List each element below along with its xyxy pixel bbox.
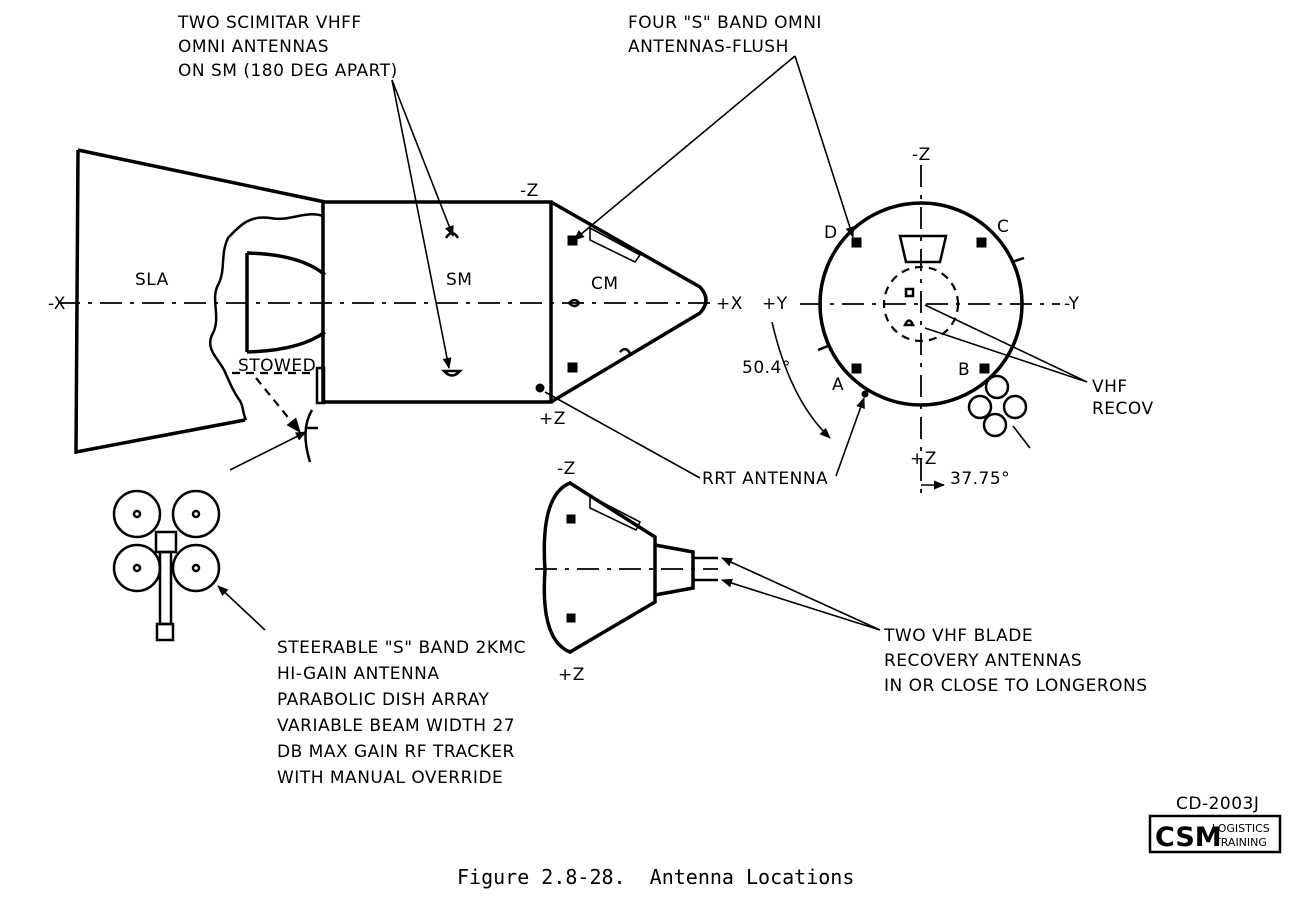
- svg-text:STEERABLE "S" BAND 2KMC: STEERABLE "S" BAND 2KMC: [277, 638, 526, 658]
- dish-icon: [112, 543, 162, 593]
- svg-text:ON SM (180 DEG APART): ON SM (180 DEG APART): [178, 61, 398, 81]
- cm-omni-icon: [566, 514, 576, 524]
- blade-marker: [1011, 256, 1025, 264]
- sla-outline: [74, 148, 326, 455]
- position-d: D: [824, 223, 838, 243]
- rrt-end-icon: [861, 390, 869, 398]
- scimitar-antenna-bottom-icon: [441, 369, 463, 377]
- omni-d-icon: [851, 237, 862, 248]
- cm-nose: [654, 543, 695, 597]
- svg-text:DB MAX GAIN RF TRACKER: DB MAX GAIN RF TRACKER: [277, 742, 515, 762]
- cm-view: -Z +Z: [535, 459, 718, 685]
- vhf-recov-1-icon: [904, 287, 915, 298]
- axis-minus-y: -Y: [1064, 294, 1080, 314]
- blade-marker: [817, 344, 829, 352]
- cm-axis-antenna-icon: [568, 298, 581, 308]
- dish-icon: [171, 543, 221, 593]
- angle-arc-50: [771, 321, 831, 439]
- vhf-label-line2: RECOV: [1092, 399, 1154, 419]
- position-a: A: [832, 375, 844, 395]
- label-sm: SM: [446, 270, 472, 290]
- svg-text:VARIABLE BEAM WIDTH 27: VARIABLE BEAM WIDTH 27: [277, 716, 515, 736]
- hga-deployed-icon: [304, 409, 318, 463]
- cm-axis-plus-z: +Z: [558, 665, 585, 685]
- hga-cluster-icon: [984, 374, 1010, 400]
- callout-s-band-omni: FOUR "S" BAND OMNI ANTENNAS-FLUSH: [573, 13, 855, 241]
- vhf-recov-2-icon: [903, 319, 915, 327]
- cm-outline: [542, 481, 657, 654]
- svg-text:RRT ANTENNA: RRT ANTENNA: [702, 469, 828, 489]
- document-code: CD-2003J: [1176, 794, 1259, 814]
- logo-line2: TRAINING: [1213, 836, 1267, 849]
- omni-c-icon: [976, 237, 987, 248]
- label-stowed: STOWED: [238, 356, 316, 376]
- axis-plus-y: +Y: [762, 294, 788, 314]
- dish-icon: [112, 489, 162, 539]
- angle-37-75: 37.75°: [950, 469, 1010, 489]
- logo-line1: LOGISTICS: [1212, 822, 1270, 835]
- label-cm: CM: [591, 274, 619, 294]
- cm-side-panel: [589, 226, 642, 264]
- sm-body: [321, 200, 553, 404]
- svg-text:IN OR CLOSE TO LONGERONS: IN OR CLOSE TO LONGERONS: [884, 676, 1148, 696]
- dish-hub: [154, 530, 178, 554]
- cm-vhf-blade-icon: [619, 347, 633, 356]
- window-hatch: [898, 234, 948, 264]
- angle-50-4: 50.4°: [742, 358, 791, 378]
- svg-text:FOUR "S" BAND OMNI: FOUR "S" BAND OMNI: [628, 13, 822, 33]
- callout-rrt: RRT ANTENNA: [544, 391, 865, 489]
- axis-minus-z-end: -Z: [912, 145, 931, 165]
- csm-logo: CSM LOGISTICS TRAINING: [1148, 814, 1282, 854]
- axis-minus-z-side: -Z: [520, 181, 539, 201]
- svg-text:WITH MANUAL OVERRIDE: WITH MANUAL OVERRIDE: [277, 768, 503, 788]
- vhf-leader: [924, 304, 1088, 383]
- angle-arrow-37b: [1012, 425, 1031, 449]
- cm-panel: [589, 494, 642, 532]
- callout-scimitar: TWO SCIMITAR VHFF OMNI ANTENNAS ON SM (1…: [177, 13, 454, 370]
- s-band-omni-top-icon: [567, 235, 578, 246]
- label-sla: SLA: [135, 270, 169, 290]
- vhf-label-line1: VHF: [1092, 377, 1128, 397]
- omni-a-icon: [851, 363, 862, 374]
- callout-vhf-blade: TWO VHF BLADE RECOVERY ANTENNAS IN OR CL…: [720, 557, 1148, 696]
- figure-caption: Figure 2.8-28. Antenna Locations: [457, 865, 854, 889]
- logo-csm: CSM: [1155, 822, 1222, 853]
- dish-icon: [171, 489, 221, 539]
- svg-text:OMNI ANTENNAS: OMNI ANTENNAS: [178, 37, 329, 57]
- side-view: -X +X -Z +Z SLA SM CM STOWED: [48, 148, 743, 463]
- callout-hga: STEERABLE "S" BAND 2KMC HI-GAIN ANTENNA …: [217, 431, 526, 788]
- svg-text:TWO VHF BLADE: TWO VHF BLADE: [883, 626, 1033, 646]
- rrt-antenna-icon: [535, 383, 545, 393]
- end-view: -Z +Z +Y -Y A B C D 50.4° 37.75° VHF REC…: [742, 145, 1154, 495]
- deploy-arc: [255, 377, 301, 434]
- svg-text:RECOVERY ANTENNAS: RECOVERY ANTENNAS: [884, 651, 1082, 671]
- dish-boom: [158, 550, 173, 626]
- svg-text:HI-GAIN ANTENNA: HI-GAIN ANTENNA: [277, 664, 440, 684]
- omni-b-icon: [979, 363, 990, 374]
- hga-mount: [315, 366, 326, 405]
- axis-plus-z-end: +Z: [910, 449, 937, 469]
- axis-minus-x: -X: [48, 294, 66, 314]
- cm-cone: [550, 200, 708, 404]
- s-band-omni-bottom-icon: [567, 362, 578, 373]
- position-c: C: [997, 217, 1009, 237]
- svg-text:TWO SCIMITAR VHFF: TWO SCIMITAR VHFF: [177, 13, 362, 33]
- dish-base: [155, 622, 175, 642]
- cm-axis-minus-z: -Z: [557, 459, 576, 479]
- sla-cutaway-edge: [209, 213, 324, 421]
- vhf-leader: [924, 327, 1088, 383]
- axis-plus-z-side: +Z: [539, 409, 566, 429]
- svg-text:ANTENNAS-FLUSH: ANTENNAS-FLUSH: [628, 37, 789, 57]
- cm-omni-icon: [566, 613, 576, 623]
- hga-dish-array: [112, 489, 221, 642]
- svg-text:PARABOLIC DISH ARRAY: PARABOLIC DISH ARRAY: [277, 690, 490, 710]
- position-b: B: [958, 360, 970, 380]
- axis-plus-x: +X: [716, 294, 743, 314]
